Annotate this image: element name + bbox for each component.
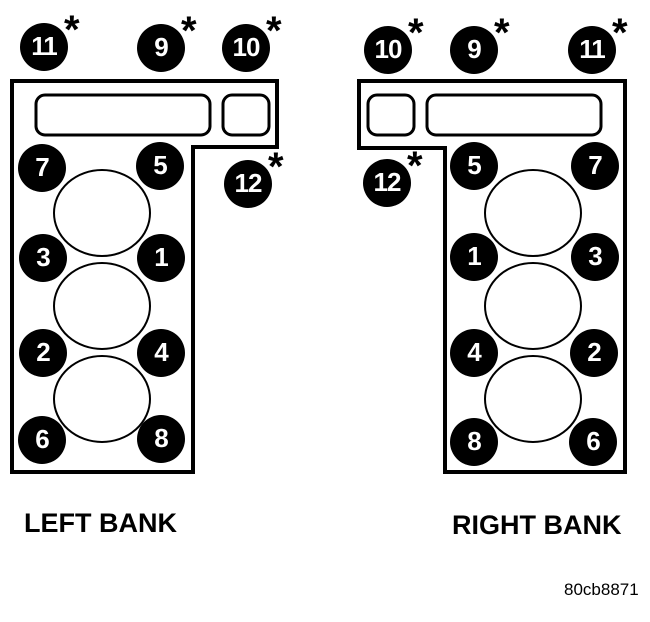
right-bank-head-outline [357,79,627,474]
right-bank-bolt-9: 9 * [450,13,510,74]
left-bank-bolt-4: 4 [137,329,185,377]
cylinder-bore [484,262,582,350]
cylinder-bore [484,355,582,443]
bolt-number: 6 [35,424,50,454]
asterisk-mark: * [408,11,424,55]
right-bank-long-slot [425,93,603,137]
left-bank-bolt-5: 5 [136,142,184,190]
left-bank-bolt-7: 7 [18,144,66,192]
bolt-number: 2 [36,337,51,367]
left-bank-label: LEFT BANK [24,508,177,538]
cylinder-bore [484,169,582,257]
left-bank-bolt-2: 2 [19,329,67,377]
asterisk-mark: * [494,11,510,55]
bolt-number: 1 [467,241,482,271]
left-bank-bolt-10: 10 * [222,11,282,72]
left-bank-bolt-6: 6 [18,416,66,464]
right-bank-bolt-2: 2 [570,329,618,377]
bolt-number: 1 [154,242,169,272]
right-bank-bolt-7: 7 [571,142,619,190]
right-bank-bolt-1: 1 [450,233,498,281]
left-bank-bolt-1: 1 [137,234,185,282]
right-bank-bolt-11: 11 * [568,13,628,74]
right-bank-bolt-5: 5 [450,142,498,190]
cylinder-bore [53,355,151,443]
bolt-number: 11 [579,34,605,64]
bolt-number: 10 [374,34,403,64]
bolt-number: 7 [588,150,603,180]
bolt-number: 2 [587,337,602,367]
right-bank-bolt-6: 6 [569,418,617,466]
bolt-number: 10 [232,32,261,62]
bolt-number: 5 [153,150,168,180]
cylinder-bore [53,169,151,257]
asterisk-mark: * [266,9,282,53]
left-bank-bolt-8: 8 [137,415,185,463]
left-bank-small-slot [221,93,271,137]
left-bank-bolt-12: 12 * [224,147,284,208]
bolt-number: 12 [373,167,402,197]
asterisk-mark: * [407,144,423,188]
figure-code: 80cb8871 [564,580,639,599]
asterisk-mark: * [612,11,628,55]
bolt-number: 8 [154,423,169,453]
bolt-number: 5 [467,150,482,180]
bolt-number: 3 [588,241,603,271]
bolt-number: 3 [36,242,51,272]
asterisk-mark: * [64,8,80,52]
left-bank-long-slot [34,93,212,137]
bolt-number: 11 [31,31,57,61]
bolt-number: 7 [35,152,50,182]
bolt-number: 9 [467,34,482,64]
left-bank-bolt-11: 11 * [20,10,80,71]
right-bank-small-slot [366,93,416,137]
bolt-number: 9 [154,32,169,62]
cylinder-bore [53,262,151,350]
bolt-number: 4 [467,337,482,367]
right-bank-bolt-10: 10 * [364,13,424,74]
right-bank-bolt-4: 4 [450,329,498,377]
left-bank-bolt-9: 9 * [137,11,197,72]
bolt-number: 12 [234,168,263,198]
bolt-number: 4 [154,337,169,367]
right-bank-bolt-12: 12 * [363,146,423,207]
bolt-number: 8 [467,426,482,456]
left-bank-head-outline [10,79,279,474]
right-bank-bolt-8: 8 [450,418,498,466]
right-bank-label: RIGHT BANK [452,510,622,540]
right-bank-bolt-3: 3 [571,233,619,281]
asterisk-mark: * [268,145,284,189]
asterisk-mark: * [181,9,197,53]
bolt-number: 6 [586,426,601,456]
left-bank-bolt-3: 3 [19,234,67,282]
